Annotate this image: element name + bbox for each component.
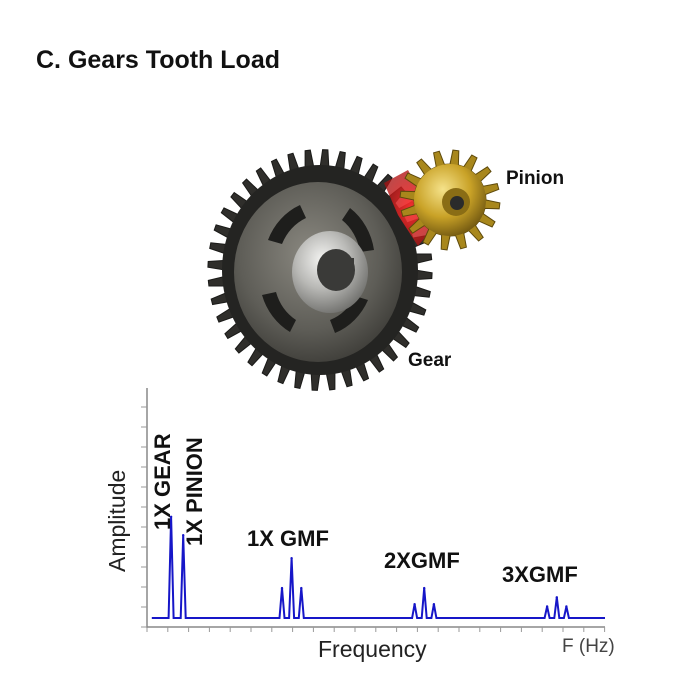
peak-label-1x-gmf: 1X GMF: [247, 526, 329, 551]
spectrum-peak: [565, 605, 568, 608]
gear-web-slot: [342, 208, 374, 252]
page-title: C. Gears Tooth Load: [36, 46, 280, 74]
spectrum-peaks: [169, 515, 568, 608]
spectrum-peak: [169, 515, 173, 518]
gear-web-slot: [268, 205, 306, 244]
pinion-illustration: [399, 149, 501, 251]
gear-web-slot: [262, 292, 296, 332]
pinion-label: Pinion: [506, 168, 565, 189]
spectrum-peak: [290, 557, 293, 560]
spectrum-peak: [555, 596, 558, 599]
spectrum-peak: [545, 605, 549, 608]
gear-illustration: [207, 149, 433, 391]
spectrum-axes: [141, 388, 606, 632]
x-axis-label: Frequency: [318, 636, 427, 662]
spectrum-peak: [413, 603, 416, 606]
spectrum-peak: [182, 534, 185, 537]
peak-label-1x-pinion: 1X PINION: [182, 437, 207, 546]
gear-bore: [317, 249, 355, 291]
gear-label: Gear: [408, 350, 452, 371]
gear-web-slot: [330, 296, 368, 333]
gear-keyway: [346, 258, 354, 272]
spectrum-peak: [432, 603, 436, 606]
pinion-bore: [450, 196, 464, 210]
y-axis-label: Amplitude: [104, 469, 130, 572]
peak-label-1x-gear: 1X GEAR: [150, 433, 175, 530]
spectrum-peak: [280, 586, 284, 590]
peak-label-3x-gmf: 3XGMF: [502, 562, 578, 587]
x-axis-ticks: [146, 627, 606, 632]
x-axis-unit-label: F (Hz): [562, 636, 615, 657]
peak-label-2x-gmf: 2XGMF: [384, 548, 460, 573]
spectrum-peak: [423, 586, 426, 590]
y-axis-ticks: [141, 406, 147, 628]
spectrum-peak: [300, 586, 303, 590]
